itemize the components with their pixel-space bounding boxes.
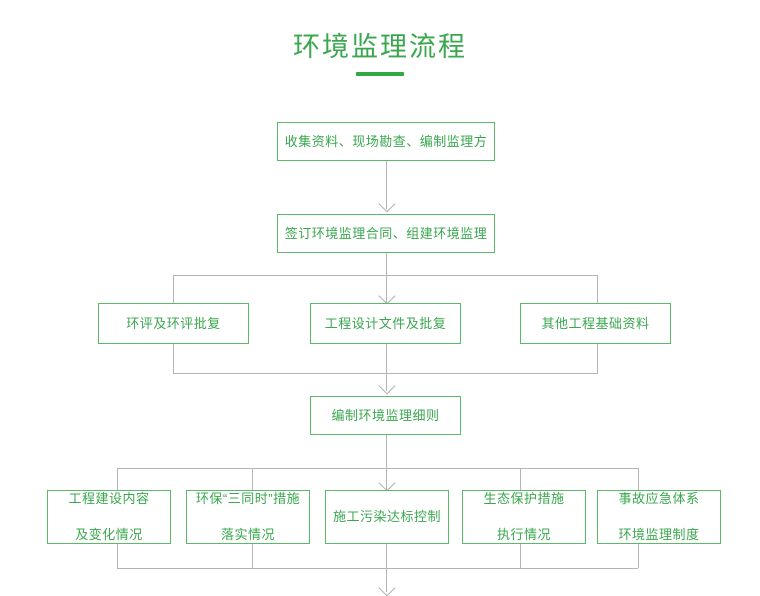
flow-node-other-basic-data[interactable]: 其他工程基础资料 [520, 303, 671, 344]
title-underline-rule [356, 72, 404, 76]
flow-node-label: 签订环境监理合同、组建环境监理 [284, 225, 488, 241]
flow-node-label: 收集资料、现场勘查、编制监理方 [284, 133, 488, 149]
connector-l3-merge-left [173, 344, 174, 373]
connector-l1-l2-arrowhead [378, 195, 396, 213]
flow-node-pollution-control[interactable]: 施工污染达标控制 [325, 490, 449, 544]
flow-node-sign-contract[interactable]: 签订环境监理合同、组建环境监理 [277, 214, 495, 253]
flow-node-label: 其他工程基础资料 [541, 315, 650, 331]
flow-node-eia-approval[interactable]: 环评及环评批复 [98, 303, 249, 344]
flow-node-label: 事故应急体系环境监理制度 [618, 491, 700, 542]
connector-l5-out-stem [386, 544, 387, 592]
flow-node-ecological-protection[interactable]: 生态保护措施执行情况 [462, 490, 586, 544]
connector-l5-merge-2 [252, 544, 253, 568]
connector-l4-l5-center-arrowhead [378, 474, 396, 492]
connector-l2-branch-right [597, 275, 598, 303]
connector-l3-merge-right [597, 344, 598, 373]
connector-l4-branch-1 [117, 468, 118, 490]
page-title: 环境监理流程 [293, 32, 467, 62]
connector-l3-l4-stem [386, 344, 387, 391]
flow-node-label: 环评及环评批复 [126, 315, 221, 331]
connector-l5-merge-5 [638, 544, 639, 568]
flow-node-label: 工程建设内容及变化情况 [68, 491, 150, 542]
connector-l2-l3-center-arrowhead [378, 287, 396, 305]
connector-l5-out-arrowhead [378, 579, 396, 596]
connector-l4-split-stem [386, 435, 387, 490]
connector-l2-split-bar [173, 275, 598, 276]
flow-node-supervision-rules[interactable]: 编制环境监理细则 [310, 396, 461, 435]
connector-l3-l4-arrowhead [378, 377, 396, 395]
connector-l4-branch-5 [638, 468, 639, 490]
flow-node-collect-data[interactable]: 收集资料、现场勘查、编制监理方 [277, 122, 495, 161]
connector-l4-branch-4 [520, 468, 521, 490]
flow-node-label: 工程设计文件及批复 [324, 315, 447, 331]
flow-node-label: 环保“三同时”措施落实情况 [195, 491, 301, 542]
flow-node-label: 施工污染达标控制 [332, 509, 441, 524]
flow-node-construction-content[interactable]: 工程建设内容及变化情况 [47, 490, 171, 544]
flow-node-label: 生态保护措施执行情况 [483, 491, 565, 542]
connector-l2-split-stem [386, 253, 387, 303]
connector-l3-merge-bar [173, 373, 598, 374]
connector-l1-l2-line [386, 161, 387, 209]
flow-node-emergency-system[interactable]: 事故应急体系环境监理制度 [597, 490, 721, 544]
connector-l4-branch-2 [252, 468, 253, 490]
connector-l5-merge-4 [520, 544, 521, 568]
connector-l5-merge-bar [117, 568, 638, 569]
flow-node-three-simultaneity[interactable]: 环保“三同时”措施落实情况 [186, 490, 310, 544]
flow-node-design-documents[interactable]: 工程设计文件及批复 [310, 303, 461, 344]
connector-l2-branch-left [173, 275, 174, 303]
connector-l5-merge-1 [117, 544, 118, 568]
flow-node-label: 编制环境监理细则 [331, 407, 440, 423]
connector-l4-split-bar [117, 468, 638, 469]
